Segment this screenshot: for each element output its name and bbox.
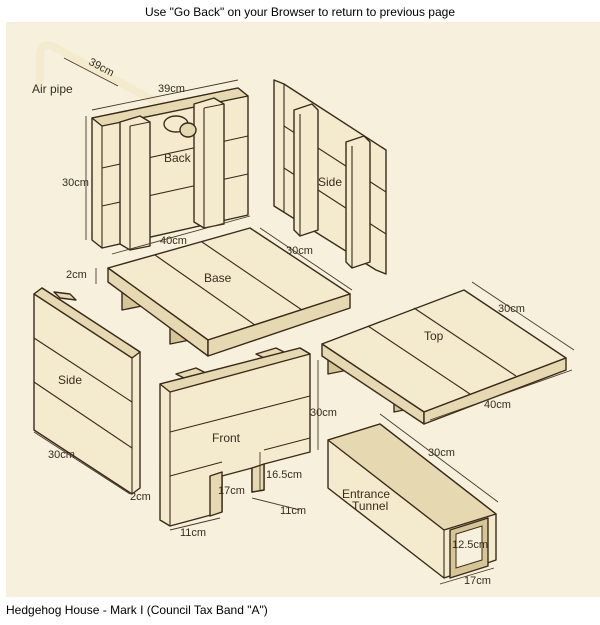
side-panel-right: Side <box>273 79 387 275</box>
base-panel: Base 40cm 30cm 2cm <box>66 215 353 357</box>
top-label: Top <box>424 329 444 343</box>
base-width-label: 40cm <box>160 235 187 247</box>
back-instruction: Use "Go Back" on your Browser to return … <box>144 5 455 19</box>
leg-width-right-label: 11cm <box>280 505 306 517</box>
tunnel-width-label: 17cm <box>464 575 491 587</box>
gap-width-label: 17cm <box>218 485 245 497</box>
leg-height-label: 16.5cm <box>266 469 302 481</box>
top-depth-label: 30cm <box>498 303 525 315</box>
side-width-label: 30cm <box>48 449 75 461</box>
front-label: Front <box>212 431 241 445</box>
back-height-label: 30cm <box>62 177 89 189</box>
back-width-label: 39cm <box>158 83 185 95</box>
tunnel-label-line1: Entrance <box>342 487 390 501</box>
back-label: Back <box>164 151 192 165</box>
base-thickness-label: 2cm <box>66 269 87 281</box>
hedgehog-house-diagram: Air pipe 39cm Back 39cm 30c <box>6 22 600 597</box>
base-label: Base <box>204 271 232 285</box>
side-thickness-label: 2cm <box>130 491 151 503</box>
side-right-label: Side <box>318 175 342 189</box>
tunnel-height-label: 12.5cm <box>452 539 488 551</box>
front-height-label: 30cm <box>310 407 337 419</box>
leg-width-left-label: 11cm <box>180 527 206 539</box>
air-pipe-label: Air pipe <box>32 82 73 96</box>
back-panel: Back 39cm 30cm <box>62 79 249 251</box>
side-panel-left: Side 30cm 2cm <box>33 287 151 503</box>
entrance-tunnel: Entrance Tunnel 30cm 12.5cm 17cm <box>327 413 499 587</box>
top-width-label: 40cm <box>484 399 511 411</box>
base-depth-label: 30cm <box>286 245 313 257</box>
front-panel: Front 30cm 16.5cm 17cm 11cm 11cm <box>159 347 337 539</box>
side-left-label: Side <box>58 373 82 387</box>
caption: Hedgehog House - Mark I (Council Tax Ban… <box>6 603 268 617</box>
tunnel-label-line2: Tunnel <box>352 499 388 513</box>
tunnel-length-label: 30cm <box>428 447 455 459</box>
top-panel: Top 30cm 40cm <box>321 281 575 425</box>
